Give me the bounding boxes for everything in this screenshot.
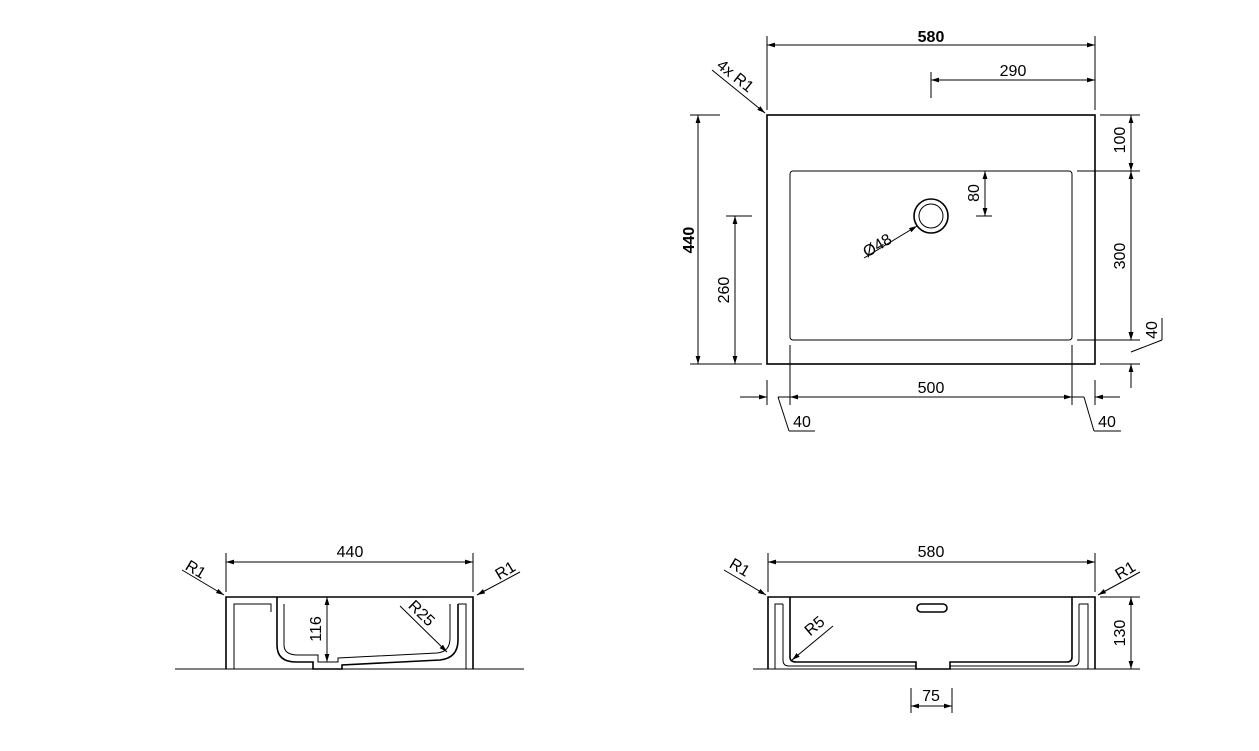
label-front-left-radius: R1 — [726, 556, 752, 581]
dim-front-width: 580 — [918, 544, 945, 561]
dim-drain-from-bowl-edge: 80 — [966, 184, 983, 202]
overflow-slot — [916, 603, 948, 613]
bowl-outline — [789, 170, 1073, 341]
basin-outline — [766, 114, 1096, 365]
label-drain-diameter: Ø48 — [860, 231, 895, 261]
front-section-outline — [767, 596, 1096, 669]
top-view: 580 290 4x R1 440 260 Ø48 80 100 300 — [681, 29, 1163, 432]
dim-drain-width: 75 — [922, 688, 940, 705]
dim-right-margin: 40 — [1098, 414, 1116, 431]
drain-inner-circle — [918, 203, 944, 229]
dim-bowl-depth: 300 — [1112, 243, 1129, 270]
label-side-right-radius: R1 — [493, 559, 519, 584]
label-side-left-radius: R1 — [182, 558, 208, 583]
label-front-inner-radius: R5 — [802, 613, 829, 639]
drain-outer-circle — [913, 198, 949, 234]
dim-front-margin: 40 — [1144, 321, 1161, 339]
side-section: 440 R1 R1 116 R25 — [175, 544, 524, 670]
dim-overall-width: 580 — [918, 29, 945, 46]
dim-left-margin: 40 — [793, 414, 811, 431]
dim-bowl-width: 500 — [918, 380, 945, 397]
front-section: 580 R1 R1 130 R5 75 — [723, 544, 1141, 713]
dim-side-width: 440 — [337, 544, 364, 561]
dim-front-height: 130 — [1112, 620, 1129, 647]
label-front-right-radius: R1 — [1113, 559, 1139, 584]
dim-back-margin: 100 — [1112, 127, 1129, 154]
side-section-outline — [225, 596, 474, 669]
dim-half-width: 290 — [1000, 63, 1027, 80]
dim-overall-depth: 440 — [681, 227, 698, 254]
label-side-inner-radius: R25 — [405, 597, 438, 630]
dim-drain-offset: 260 — [716, 277, 733, 304]
dim-side-bowl-height: 116 — [308, 616, 325, 642]
